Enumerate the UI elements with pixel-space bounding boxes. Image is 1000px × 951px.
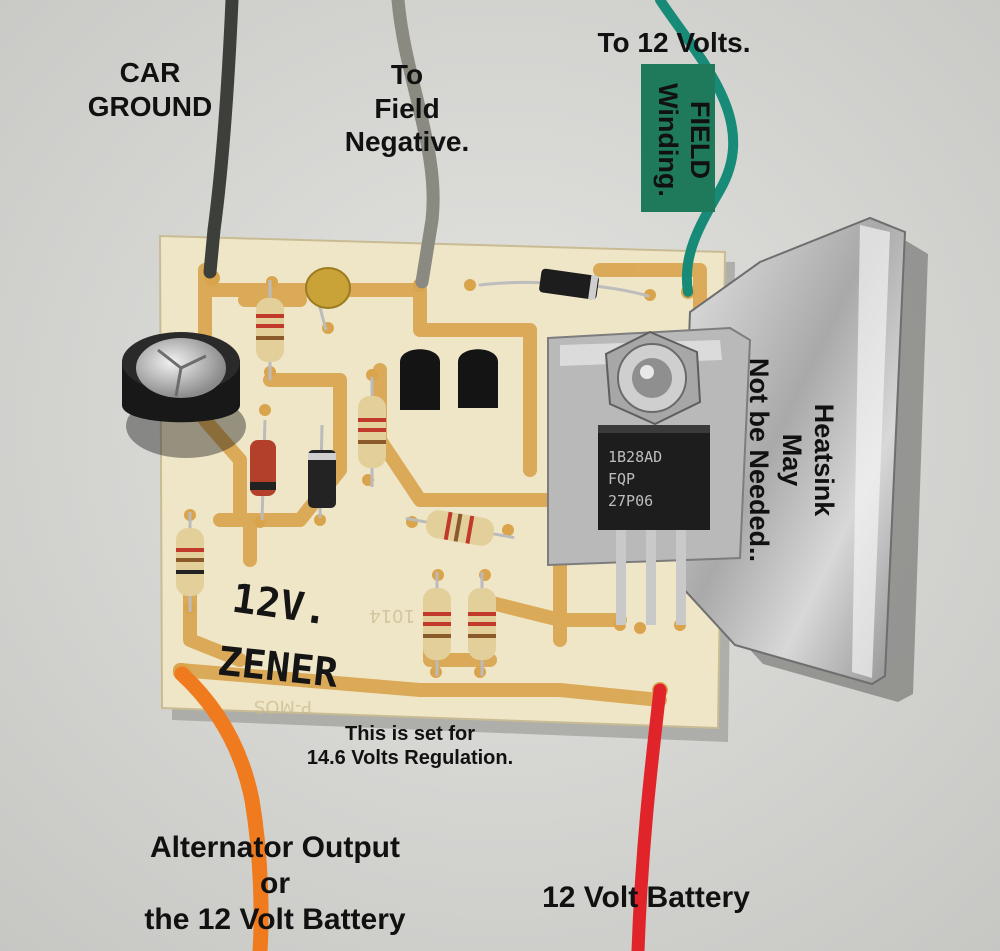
field-negative-label: To Field Negative. [344,59,470,158]
rectifier-diode [308,424,336,519]
wires [174,0,739,951]
ceramic-capacitor [305,267,351,331]
resistor [468,572,496,676]
resistors [176,280,515,676]
battery-label: 12 Volt Battery [542,881,750,914]
board-print: 1014 P-MOS [254,605,415,717]
svg-text:P-MOS: P-MOS [254,696,312,717]
ic-marking-line2: FQP [608,470,635,488]
wire-alternator [174,666,269,951]
ic-marking-line3: 27P06 [608,492,653,510]
svg-text:1014: 1014 [369,605,415,626]
ic-marking-line1: 1B28AD [608,448,662,466]
heatsink-label: Heatsink May Not be Needed.. [744,357,839,563]
wire-12v [655,0,739,297]
car-ground-label: CAR GROUND [87,57,213,122]
resistor [256,280,284,380]
resistor [176,512,204,612]
resistor [405,510,515,546]
field-winding-tag [641,64,715,212]
field-winding-label: FIELD Winding. [652,83,715,197]
zener-diode [250,419,276,521]
small-transistors [400,349,498,410]
resistor [423,572,451,676]
to-12-volts-label: To 12 Volts. [597,27,751,58]
electrolytic-capacitor [122,332,246,458]
alternator-output-label: Alternator Output or the 12 Volt Battery [144,831,406,936]
wire-car-ground [203,0,239,279]
nut-and-bolt [604,330,702,426]
regulation-note: This is set for 14.6 Volts Regulation. [306,723,514,769]
wire-battery [631,683,667,951]
power-mosfet: 1B28AD FQP 27P06 [598,425,710,625]
wire-field-negative [391,0,440,289]
resistor [358,377,386,487]
signal-diode [539,268,599,300]
